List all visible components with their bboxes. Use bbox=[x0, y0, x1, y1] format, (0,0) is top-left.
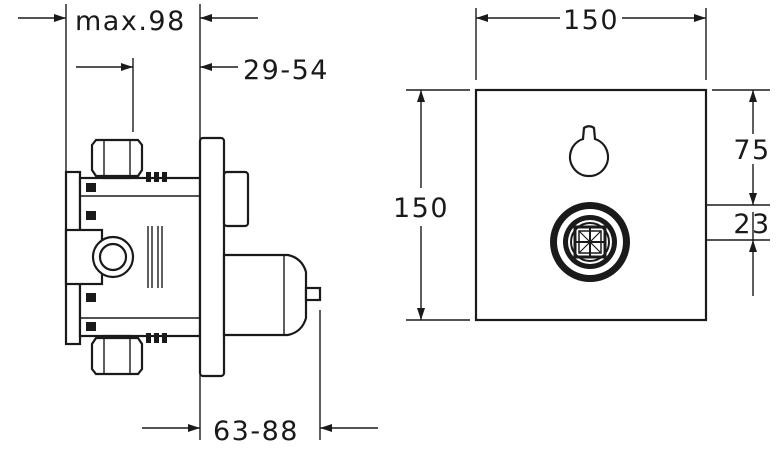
dim-spindle-range: 63-88 bbox=[213, 416, 299, 447]
dim-upper-distance: 75 bbox=[733, 135, 770, 166]
bolt-row-top bbox=[146, 172, 167, 182]
body-slots bbox=[147, 226, 163, 288]
dim-plate-height: 150 bbox=[393, 193, 449, 224]
cartridge-housing bbox=[222, 253, 308, 337]
dim-max-depth: max.98 bbox=[75, 6, 186, 37]
keyhole-icon bbox=[568, 125, 610, 178]
front-view: 150 150 75 23 bbox=[393, 5, 770, 322]
bolt-row-bottom bbox=[146, 333, 167, 343]
screw-hole bbox=[86, 322, 96, 331]
upper-block bbox=[222, 170, 250, 228]
screw-hole bbox=[86, 293, 96, 302]
screw-hole bbox=[86, 211, 96, 220]
dim-lower-distance: 23 bbox=[733, 209, 770, 240]
side-view: max.98 29-54 63-88 bbox=[18, 4, 378, 447]
spindle bbox=[304, 286, 322, 302]
top-connection bbox=[90, 138, 144, 180]
inlet-ring-inner bbox=[98, 242, 128, 272]
front-flange bbox=[198, 136, 226, 378]
dim-adjust-range: 29-54 bbox=[243, 55, 329, 86]
screw-hole bbox=[86, 183, 96, 192]
bottom-connection bbox=[90, 334, 144, 376]
valve-cap-icon bbox=[550, 202, 630, 282]
dim-plate-width: 150 bbox=[563, 5, 619, 36]
